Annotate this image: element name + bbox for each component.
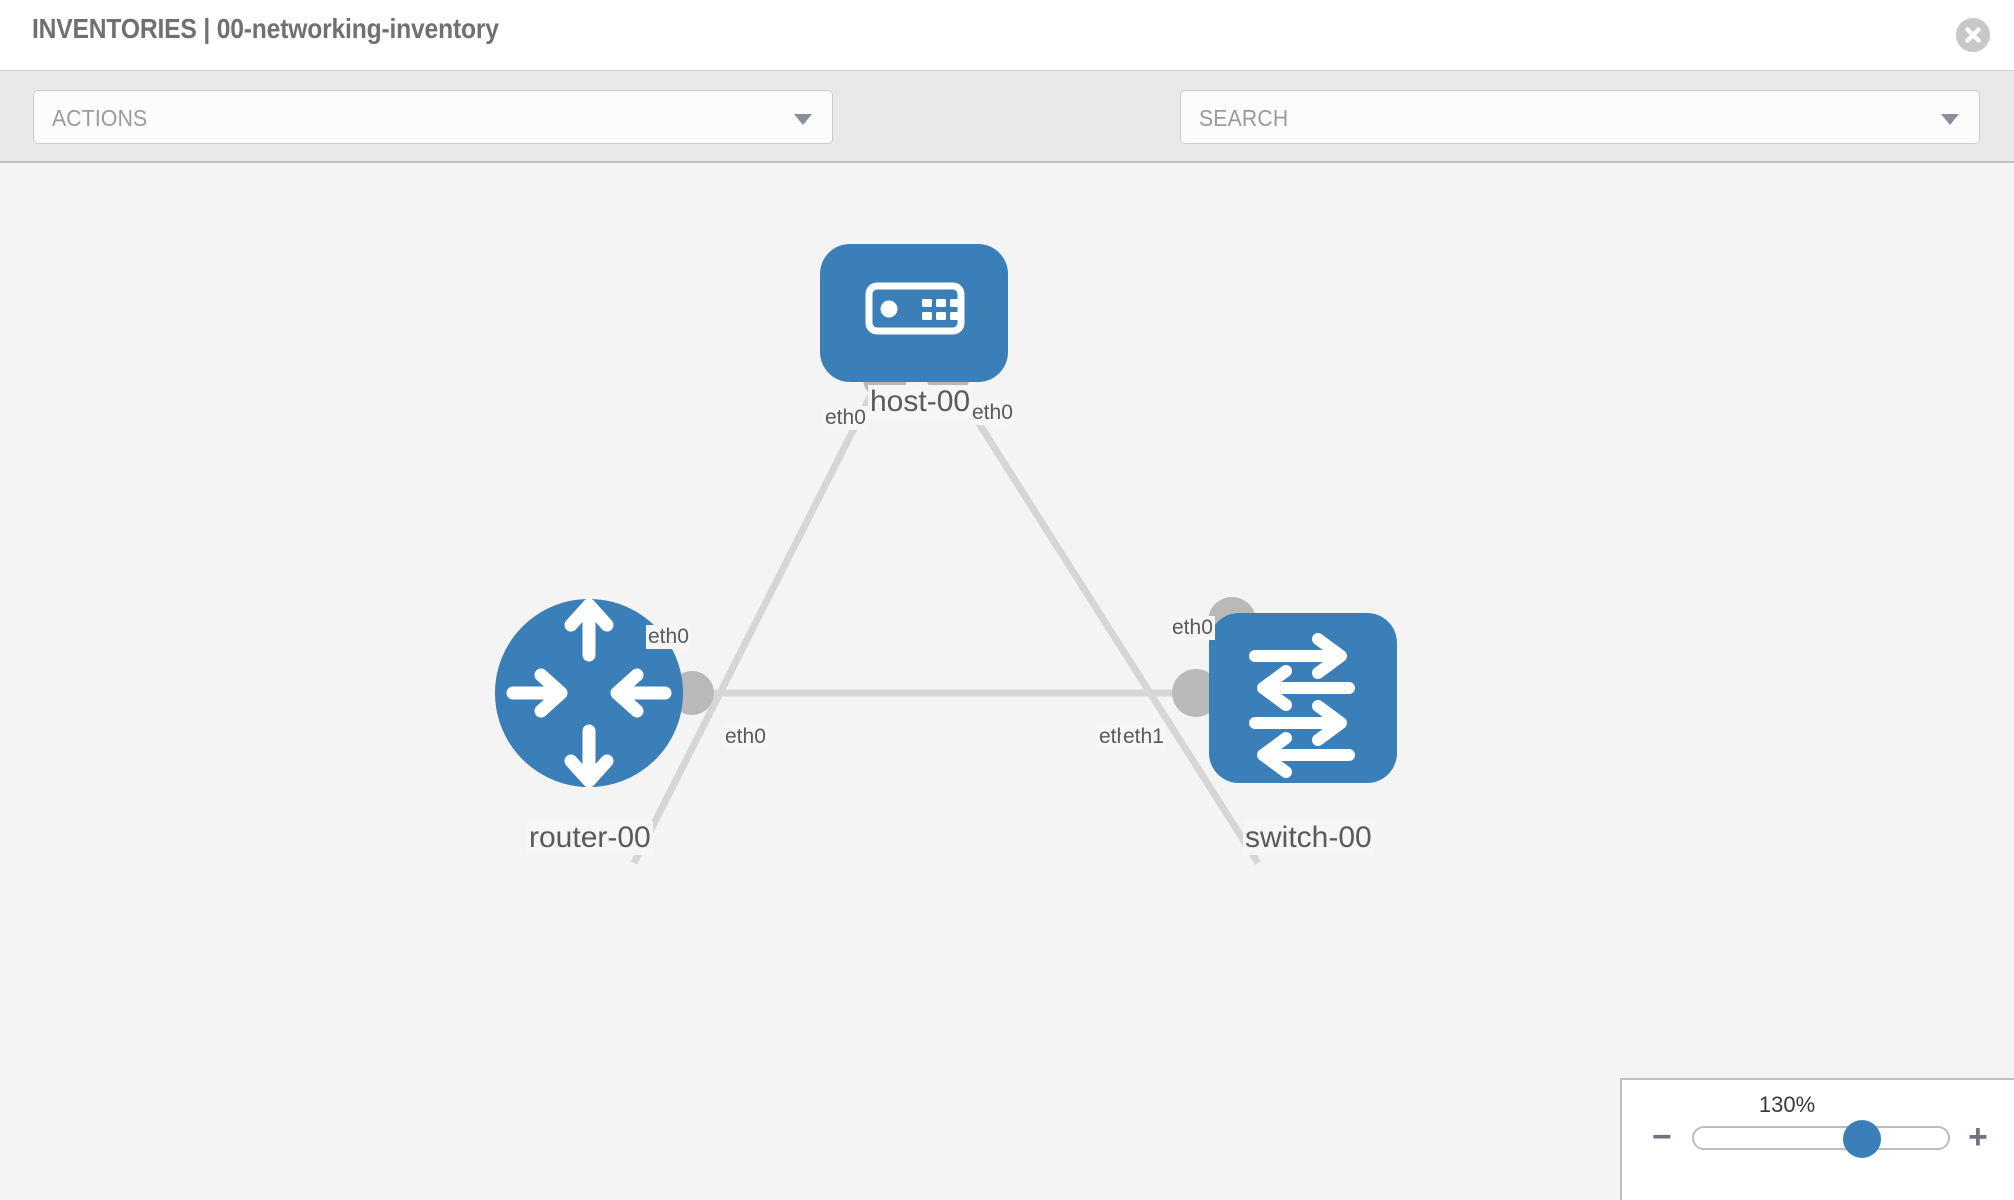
node-router-00[interactable] bbox=[495, 598, 683, 788]
actions-dropdown[interactable]: ACTIONS bbox=[33, 90, 833, 144]
server-icon-details bbox=[880, 299, 958, 320]
chevron-down-icon bbox=[794, 114, 812, 125]
edge-label-host-eth0-left: eth0 bbox=[823, 406, 868, 431]
edge-label-router-eth0-north: eth0 bbox=[646, 625, 691, 650]
chevron-down-icon[interactable] bbox=[1941, 114, 1959, 125]
search-placeholder: SEARCH bbox=[1199, 105, 1289, 131]
edge-label-host-eth0-right: eth0 bbox=[970, 401, 1015, 426]
search-input[interactable]: SEARCH bbox=[1180, 90, 1980, 144]
actions-dropdown-label: ACTIONS bbox=[52, 105, 148, 131]
node-label-router-00: router-00 bbox=[527, 821, 653, 855]
zoom-control-panel: 130% − + bbox=[1620, 1078, 2014, 1200]
zoom-slider-thumb[interactable] bbox=[1842, 1120, 1881, 1158]
node-host-00[interactable] bbox=[820, 244, 1008, 382]
zoom-out-button[interactable]: − bbox=[1652, 1118, 1672, 1156]
close-icon[interactable] bbox=[1956, 18, 1990, 52]
zoom-percent-label: 130% bbox=[1758, 1092, 1816, 1117]
page-title: INVENTORIES | 00-networking-inventory bbox=[32, 13, 499, 44]
page-header: INVENTORIES | 00-networking-inventory bbox=[0, 0, 2014, 70]
switch-arrows-icon bbox=[1249, 633, 1355, 778]
node-label-host-00: host-00 bbox=[868, 385, 973, 419]
node-switch-00[interactable] bbox=[1209, 613, 1397, 783]
zoom-in-button[interactable]: + bbox=[1968, 1118, 1988, 1156]
toolbar: ACTIONS SEARCH bbox=[0, 70, 2014, 198]
edge-label-switch-eth0-north: eth0 bbox=[1170, 616, 1215, 641]
edge-label-router-eth0-east: eth0 bbox=[723, 725, 768, 750]
link-host-switch bbox=[949, 379, 1261, 865]
connector-switch-west bbox=[1172, 669, 1220, 717]
topology-graph bbox=[495, 244, 1397, 865]
topology-canvas[interactable]: eth0 eth0 eth0 eth0 eth0 eth0 eth1 host-… bbox=[0, 163, 2014, 1200]
router-arrows-icon bbox=[506, 598, 672, 788]
node-label-switch-00: switch-00 bbox=[1243, 821, 1374, 855]
link-host-router bbox=[630, 379, 882, 865]
edge-label-switch-eth1-west: eth1 bbox=[1121, 725, 1166, 750]
zoom-slider[interactable] bbox=[1692, 1120, 1950, 1158]
server-icon bbox=[865, 282, 965, 335]
